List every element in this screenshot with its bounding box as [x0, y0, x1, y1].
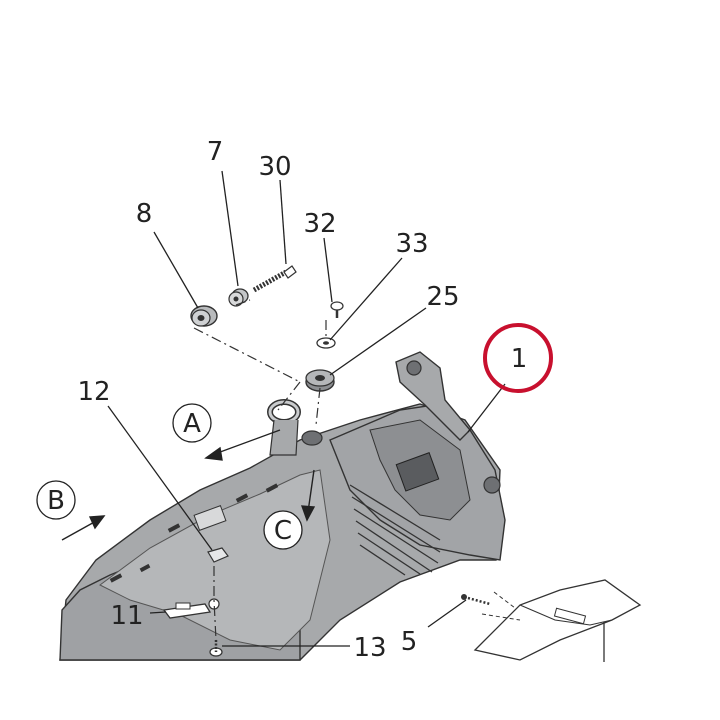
- view-marker-a-label: A: [183, 409, 201, 439]
- leader-12: [107, 405, 213, 551]
- housing-latch: [395, 452, 440, 492]
- arrow-c: [307, 469, 315, 513]
- callout-1: 1: [511, 344, 528, 374]
- frame-clip: [193, 505, 227, 531]
- view-marker-c-label: C: [274, 516, 292, 546]
- callout-30: 30: [258, 152, 291, 182]
- direction-arrows: [61, 429, 316, 541]
- leader-25: [329, 307, 427, 376]
- callout-7: 7: [207, 137, 224, 167]
- housing-mount-hole: [301, 430, 323, 446]
- screw-part-32: [330, 301, 344, 318]
- screw-part-13: [209, 640, 223, 657]
- callout-13: 13: [353, 633, 386, 663]
- highlight-ring: [483, 323, 553, 393]
- leader-8: [153, 231, 199, 309]
- washer-part-33: [316, 337, 336, 349]
- lower-right-bracket: [461, 579, 642, 662]
- housing-loop-lug: [267, 399, 301, 456]
- leader-33: [329, 257, 403, 341]
- callout-labels: 1 5 7 8 11 12 13 25 30 32 33: [77, 137, 527, 663]
- view-marker-c: C: [263, 510, 303, 550]
- leader-5: [427, 599, 467, 628]
- bracket-hole-top: [406, 360, 422, 376]
- callout-11: 11: [110, 601, 143, 631]
- leader-32: [323, 237, 333, 303]
- housing-vent-ribs: [349, 484, 441, 576]
- leader-1: [467, 383, 506, 433]
- arrow-a: [211, 429, 281, 456]
- callout-5: 5: [401, 627, 418, 657]
- arrow-c-head: [300, 505, 316, 522]
- leader-7: [221, 170, 239, 287]
- callout-12: 12: [77, 377, 110, 407]
- leader-lines: [107, 170, 506, 647]
- callout-33: 33: [395, 229, 428, 259]
- bolt-part-30: [252, 265, 297, 293]
- arrow-b-head: [88, 515, 106, 530]
- callout-8: 8: [136, 199, 153, 229]
- bracket-hole-right: [483, 476, 501, 494]
- leader-11: [149, 611, 167, 614]
- frame-bolts: [109, 483, 279, 583]
- assembly-lines: [193, 299, 327, 641]
- clip-part-11: [162, 598, 220, 619]
- grommet-part-8: [190, 305, 218, 327]
- callout-25: 25: [426, 282, 459, 312]
- arrow-a-head: [204, 446, 223, 461]
- view-marker-b: B: [36, 480, 76, 520]
- view-marker-a: A: [172, 403, 212, 443]
- arrow-b: [61, 519, 99, 541]
- view-marker-b-label: B: [47, 486, 65, 516]
- callout-32: 32: [303, 209, 336, 239]
- leader-30: [279, 179, 287, 265]
- nut-part-12: [207, 547, 229, 563]
- bushing-part-7: [228, 288, 249, 307]
- grommet-part-25: [305, 369, 335, 392]
